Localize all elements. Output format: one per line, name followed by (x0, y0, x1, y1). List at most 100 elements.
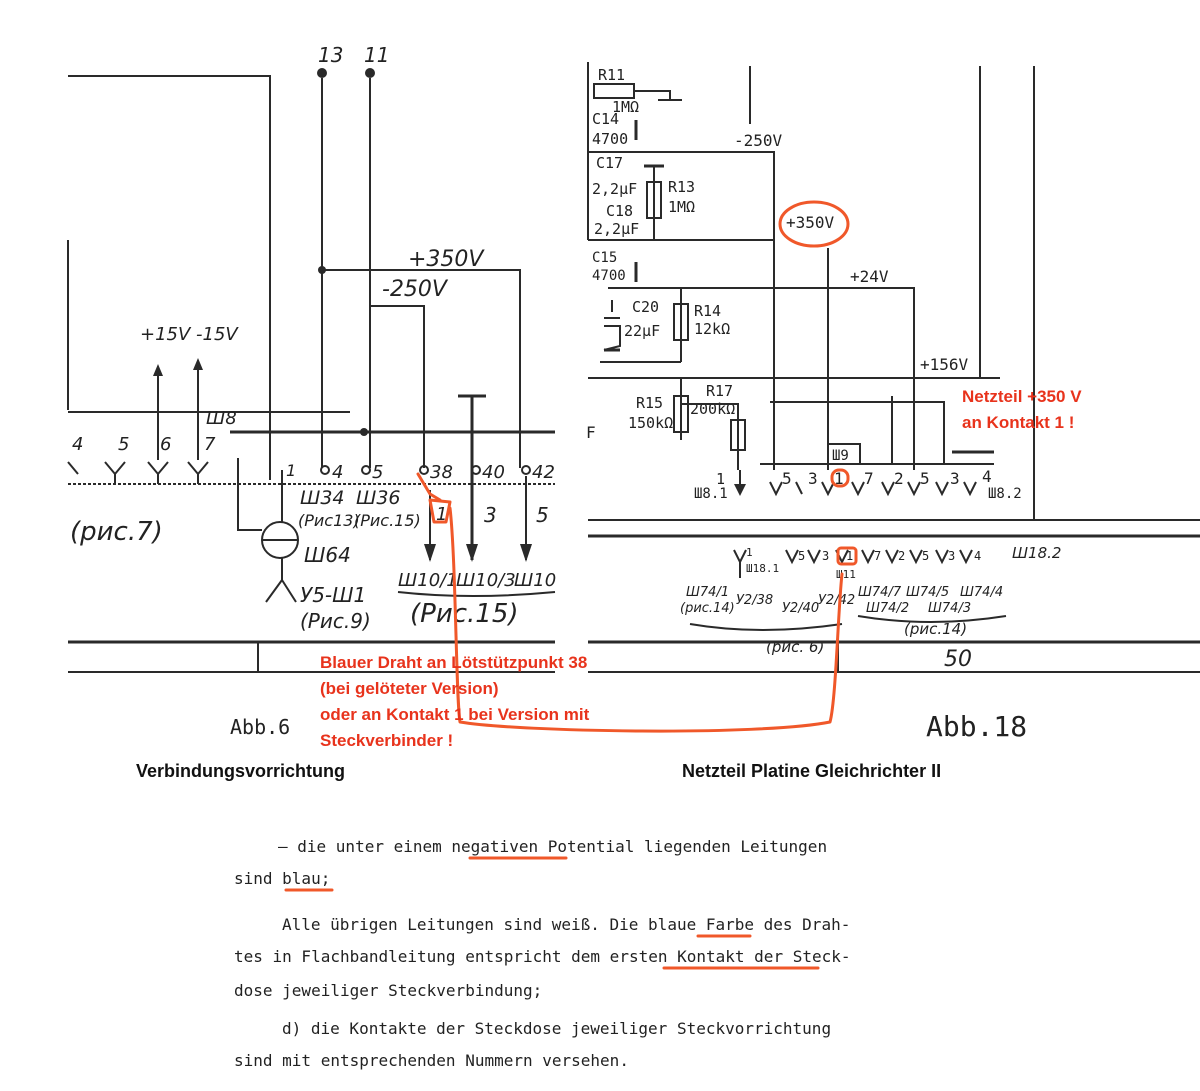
fork-3 (187, 461, 209, 484)
comp-c17-value: 2,2μF (592, 180, 637, 198)
right-minus-bus (588, 151, 775, 470)
left-pin-number: 1 (716, 470, 725, 488)
pin-arrows (769, 481, 977, 497)
wire-note-line4: Steckverbinder ! (320, 731, 453, 750)
pin-label-5a: 5 (782, 469, 792, 488)
bottom-ref-a-3: У2/38 (736, 593, 773, 608)
pin-label-5b: 5 (920, 469, 930, 488)
contact-1-marker (830, 468, 850, 488)
wire-note-line2: (bei gelöteter Version) (320, 679, 499, 698)
comp-r13-ref: R13 (668, 178, 695, 196)
comp-c15-ref: C15 (592, 250, 617, 266)
left-figure-label: Abb.6 (230, 715, 290, 739)
pin-3-wire (458, 394, 486, 560)
terminal-label-4: 4 (332, 462, 343, 483)
wire-number-13: 13 (318, 43, 343, 67)
left-frame-top (68, 75, 271, 480)
bottom-pin-1: 1 (746, 546, 753, 559)
bottom-ref-b-5: Ш74/3 (928, 601, 971, 616)
bottom-pin-3: 3 (822, 549, 829, 563)
comp-r14-value: 12kΩ (694, 320, 730, 338)
excerpt-line-5: dose jeweiliger Steckverbindung; (234, 981, 542, 1000)
left-minus-bus (370, 305, 425, 468)
bottom-pin-4: 4 (974, 549, 981, 563)
f-label: F (586, 423, 596, 442)
excerpt-line-4: tes in Flachbandleitung entspricht dem e… (234, 947, 851, 966)
connector-top-bus (770, 401, 945, 464)
plug-label-sh8: Ш8 (206, 408, 237, 429)
resistor-r11 (593, 83, 635, 99)
right-caption: Netzteil Platine Gleichrichter II (682, 761, 941, 781)
coax-wire (237, 458, 262, 531)
bottom-pin-2: 2 (898, 549, 905, 563)
socket-fork (265, 558, 297, 603)
socket-label: Ш64 (304, 543, 351, 567)
comp-c15-value: 4700 (592, 268, 626, 284)
left-voltage-minus: -250V (382, 277, 449, 302)
pin-3-arrow (466, 544, 478, 562)
blue-wire-route (416, 472, 844, 733)
connector-label-sh34: Ш34 (300, 487, 345, 509)
plug-contact-4: 4 (72, 434, 83, 455)
left-schematic: 13 11 +350V -250V +15V -15V Ш8 4 5 6 7 (… (67, 43, 556, 739)
pin-label-4: 4 (982, 467, 992, 486)
pin-label-1: 1 (834, 469, 844, 488)
bottom-ref-b-2: Ш74/5 (906, 585, 949, 600)
pin-5-arrow (520, 544, 532, 562)
plug-ref-5: Ш10 (514, 570, 556, 591)
plug-contact-6: 6 (160, 434, 171, 455)
comp-r17-value: 200kΩ (690, 400, 735, 418)
group-brace (397, 591, 556, 597)
wire-note-line1: Blauer Draht an Lötstützpunkt 38 (320, 653, 587, 672)
connector-ref-2: (Рис.15) (354, 511, 421, 530)
bottom-sub-label-1: Ш18.1 (746, 562, 779, 575)
bottom-sub-label-2: Ш11 (836, 568, 856, 581)
netzteil-note-line1: Netzteil +350 V (962, 387, 1082, 406)
terminal-label-42: 42 (532, 462, 555, 483)
bottom-pin-3b: 3 (948, 549, 955, 563)
comp-r15-ref: R15 (636, 394, 663, 412)
pin-1-arrow (424, 544, 436, 562)
bottom-pin-7: 7 (874, 549, 881, 563)
right-voltage-plus: +350V (786, 213, 835, 232)
supply-arrow-2 (193, 358, 203, 370)
connector-sh9-label: Ш9 (832, 448, 849, 464)
excerpt-line-6: d) die Kontakte der Steckdose jeweiliger… (282, 1019, 831, 1038)
comp-r17-ref: R17 (706, 382, 733, 400)
bottom-contact-1-marker (836, 546, 858, 566)
right-pin-group-label: Ш8.2 (988, 486, 1022, 502)
resistor-r17 (730, 419, 746, 451)
left-voltage-plus: +350V (408, 247, 485, 272)
terminal-4-ring (320, 465, 330, 475)
wire-number-11: 11 (364, 43, 389, 67)
bottom-ref-b-1: Ш74/7 (858, 585, 902, 600)
right-voltage-minus: -250V (734, 131, 783, 150)
wire-note-line3: oder an Kontakt 1 bei Version mit (320, 705, 590, 724)
junction-ground (360, 428, 368, 436)
bottom-row-label: Ш18.2 (1012, 544, 1061, 562)
comp-r11-value: 1MΩ (612, 98, 639, 116)
comp-c20-ref: C20 (632, 298, 659, 316)
r11-ground (634, 90, 682, 101)
bottom-ref-b-6: (рис.14) (904, 620, 967, 638)
pin-label-7: 7 (864, 469, 874, 488)
bottom-brace-b (857, 615, 1007, 623)
pin-label-3b: 3 (950, 469, 960, 488)
pin-label-3a: 3 (808, 469, 818, 488)
contact-number-3: 3 (484, 503, 497, 527)
bottom-ref-b-4: Ш74/2 (866, 601, 909, 616)
comp-r15-value: 150kΩ (628, 414, 673, 432)
bottom-pin-1b: 1 (846, 549, 853, 563)
terminal-1-marker (428, 498, 452, 524)
right-24v-bus (608, 287, 915, 470)
fork-2 (147, 461, 169, 484)
bottom-ref-b-3: Ш74/4 (960, 585, 1003, 600)
bottom-ref-a-5: У2/42 (818, 593, 855, 608)
terminal-5-ring (361, 465, 371, 475)
comp-c18-value: 2,2μF (594, 220, 639, 238)
bottom-pin-forks (733, 549, 973, 578)
bottom-ref-a-1: Ш74/1 (686, 585, 729, 600)
comp-c14-value: 4700 (592, 130, 628, 148)
comp-r13-value: 1MΩ (668, 198, 695, 216)
contact-number-1: 1 (436, 504, 447, 525)
